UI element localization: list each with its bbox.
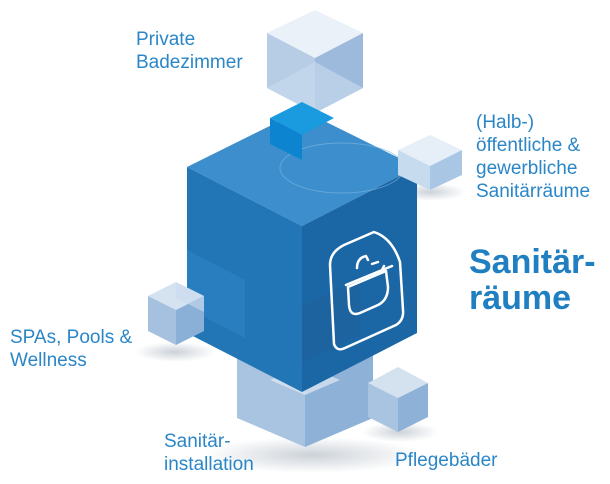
cube-spa-wellness (148, 282, 204, 345)
label-line: Pflegebäder (395, 450, 498, 471)
label-line: Wellness (10, 350, 87, 371)
bathtub-icon (328, 230, 405, 351)
cube-shadow (202, 437, 422, 473)
label-spa-wellness: SPAs, Pools & Wellness (10, 326, 132, 372)
main-title: Sanitär- räume (469, 244, 596, 316)
label-private-bath: Private Badezimmer (136, 28, 243, 74)
label-line: Sanitärräume (476, 181, 591, 202)
label-line: SPAs, Pools & (10, 327, 133, 348)
cube-care-baths (368, 367, 428, 432)
cube-main-sanitary-rooms (187, 102, 417, 392)
label-line: Badezimmer (136, 52, 243, 73)
cube-public-sanitary (398, 135, 462, 190)
cube-shadow (362, 422, 438, 442)
cube-shadow (135, 342, 215, 362)
label-line: installation (164, 454, 254, 475)
cube-private-bath (267, 10, 363, 113)
label-public-sanitary: (Halb-) öffentliche & gewerbliche Sanitä… (476, 111, 590, 203)
title-line: räume (469, 279, 572, 317)
label-line: Sanitär- (164, 431, 231, 452)
label-line: Private (136, 29, 196, 50)
label-line: gewerbliche (476, 158, 578, 179)
title-line: Sanitär- (469, 243, 596, 281)
label-sanitary-installation: Sanitär- installation (164, 430, 254, 476)
label-line: öffentliche & (476, 135, 581, 156)
label-care-baths: Pflegebäder (395, 449, 497, 472)
label-line: (Halb-) (476, 112, 535, 133)
